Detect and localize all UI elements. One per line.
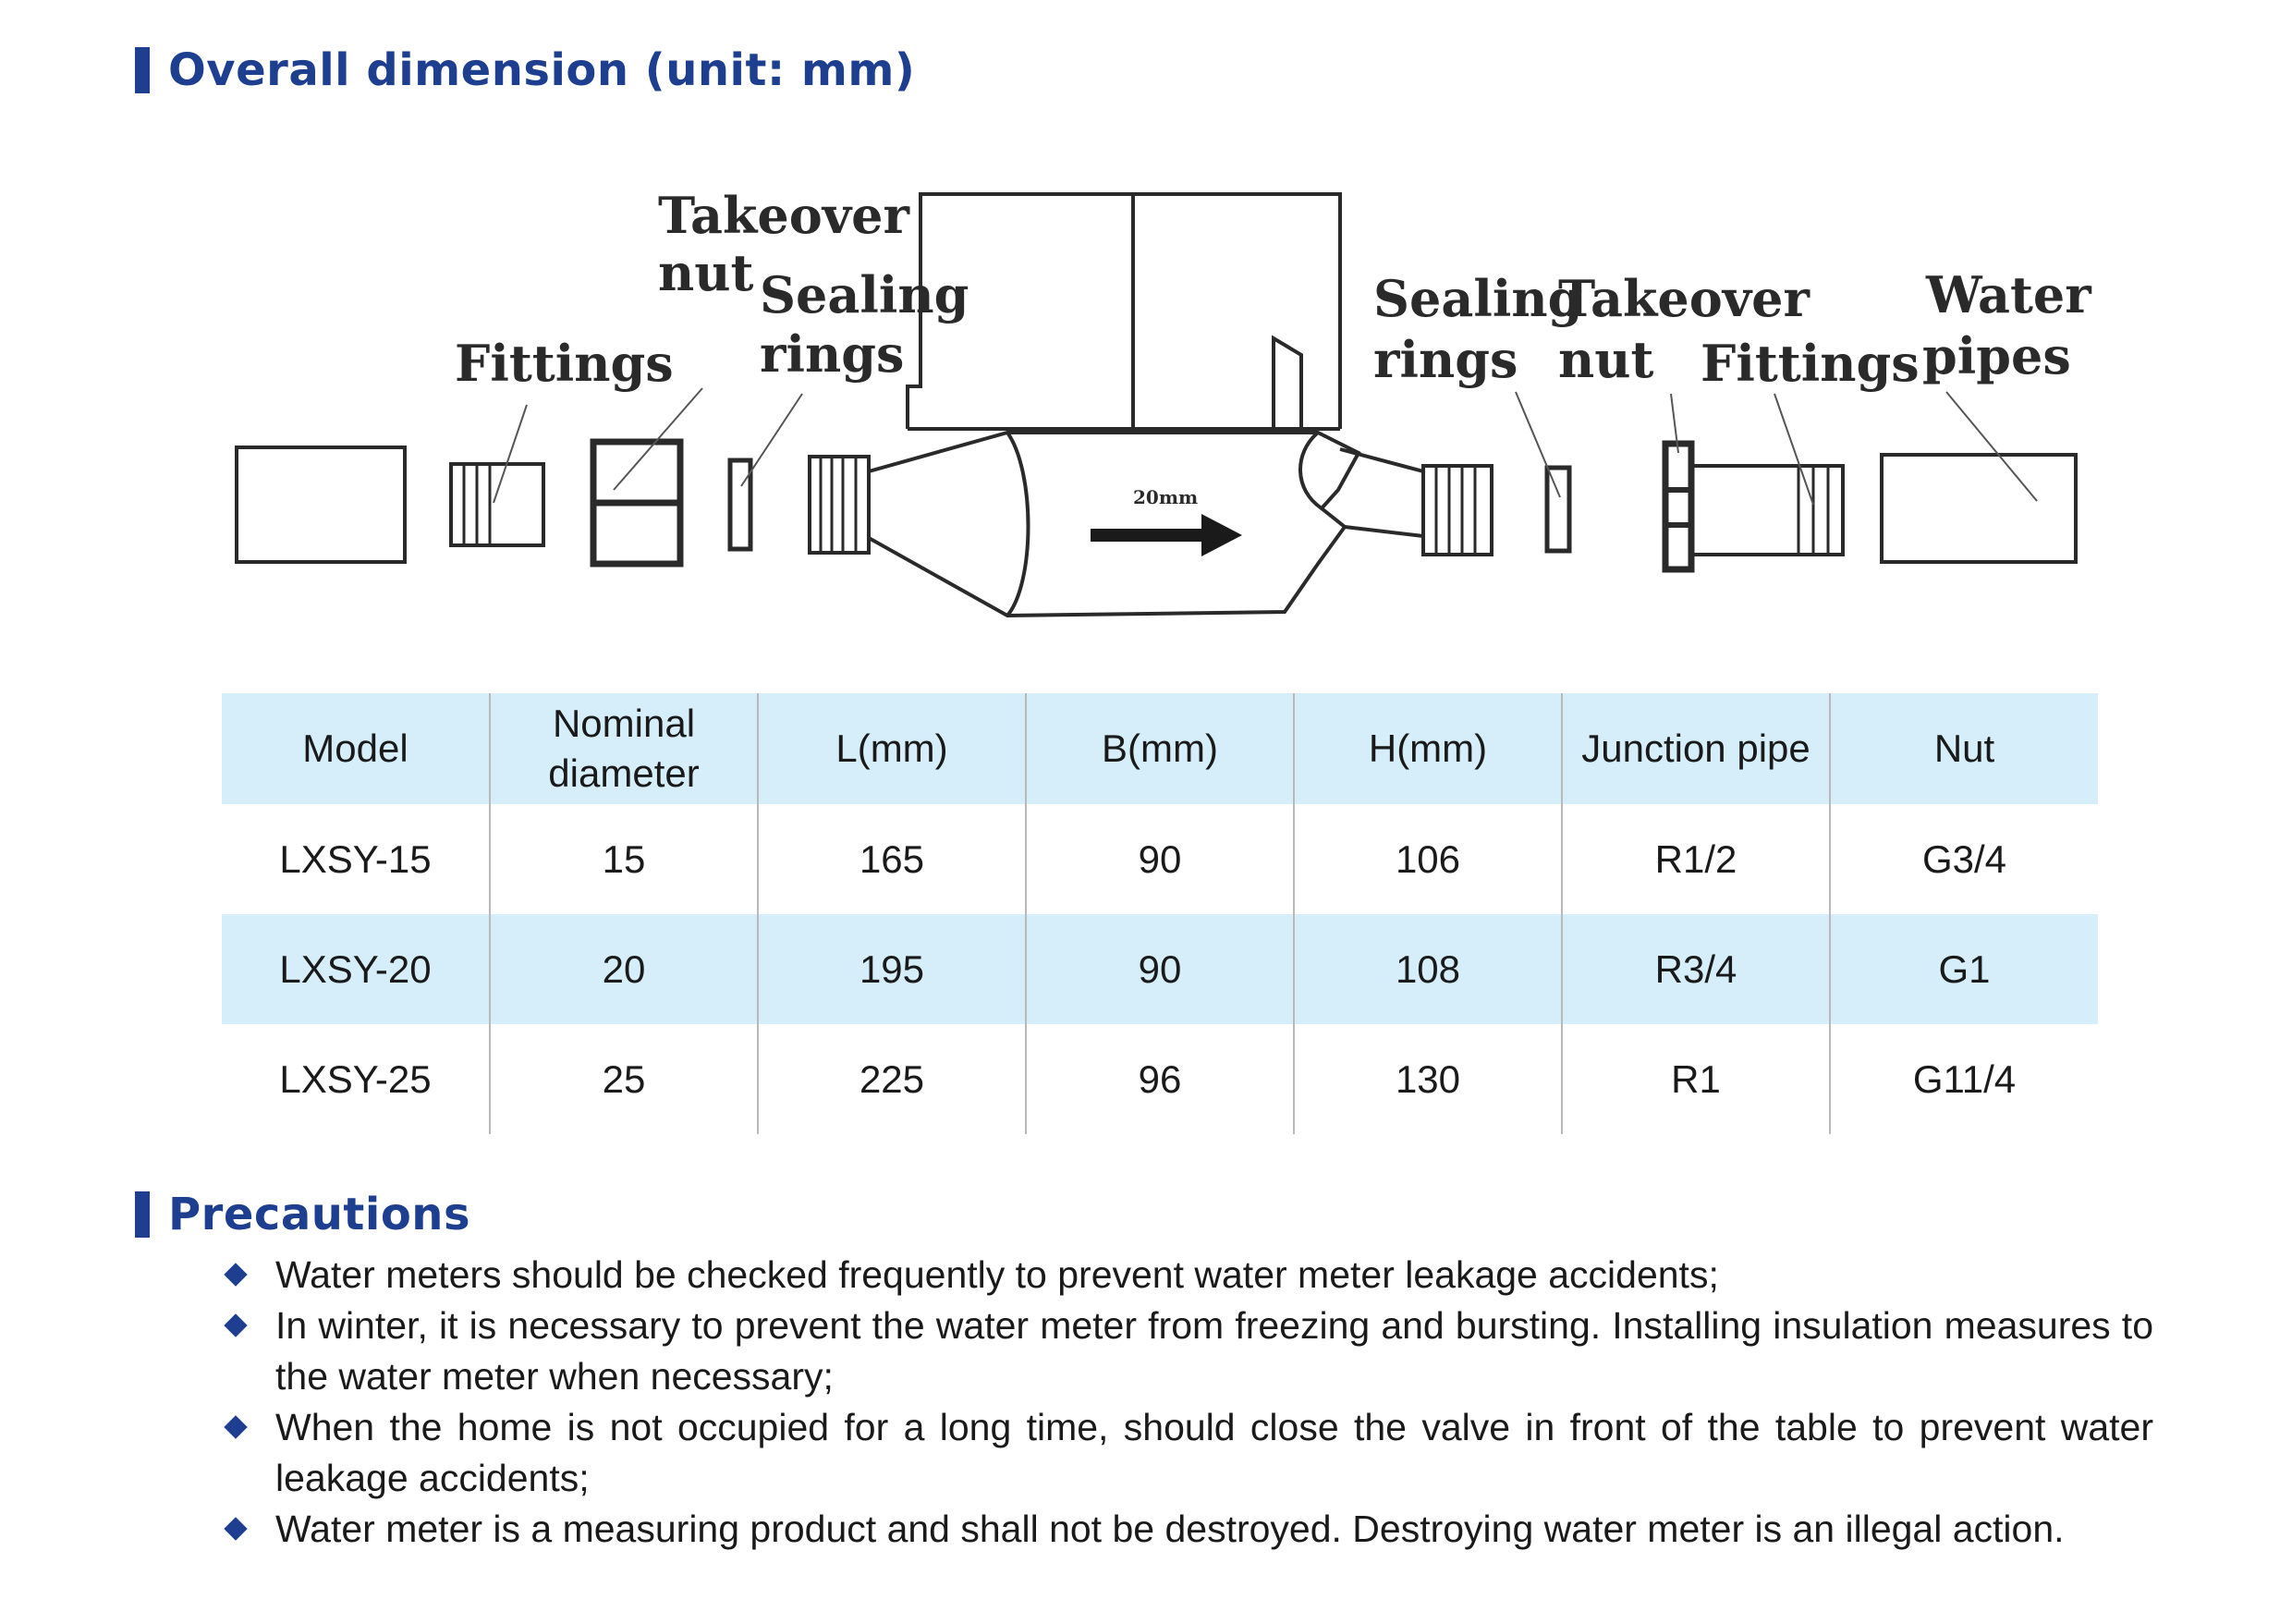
diamond-bullet-icon: [224, 1263, 248, 1287]
register-tab: [1272, 335, 1303, 429]
left-sealing-ring: [727, 458, 753, 552]
cell-breadth: 90: [1025, 914, 1294, 1024]
installation-diagram: 20mm Takeover nut Sealing rings Fittings…: [235, 186, 2091, 618]
precaution-text: Water meters should be checked frequentl…: [275, 1253, 1719, 1296]
dimension-title-text: Overall dimension (unit: mm): [168, 44, 916, 96]
cell-nominal-diameter: 25: [489, 1024, 758, 1134]
header-model: Model: [302, 727, 408, 770]
cell-height: 108: [1293, 914, 1562, 1024]
table-row: LXSY-15 15 165 90 106 R1/2 G3/4: [222, 804, 2098, 914]
diamond-bullet-icon: [224, 1415, 248, 1439]
header-breadth: B(mm): [1025, 693, 1294, 804]
left-takeover-nut: [590, 438, 684, 568]
right-water-pipe: [1880, 453, 2078, 564]
list-item: When the home is not occupied for a long…: [222, 1402, 2153, 1504]
cell-breadth: 96: [1025, 1024, 1294, 1134]
cell-nominal-diameter: 15: [489, 804, 758, 914]
meter-inlet-thread: [808, 455, 871, 555]
cell-height: 130: [1293, 1024, 1562, 1134]
label-right-takeover-nut-2: nut: [1558, 330, 1654, 389]
cell-junction-pipe: R1: [1561, 1024, 1830, 1134]
cell-height: 106: [1293, 804, 1562, 914]
flow-marker-text: 20mm: [1133, 486, 1198, 508]
right-sealing-ring: [1544, 465, 1572, 554]
header-height: H(mm): [1293, 693, 1562, 804]
meter-body-chamber: [867, 431, 1361, 618]
header-junction-pipe: Junction pipe: [1561, 693, 1830, 804]
precautions-section-title: Precautions: [135, 1189, 470, 1240]
label-water-pipes-1: Water: [1925, 265, 2091, 324]
table-header-row: Model Nominal diameter L(mm) B(mm) H(mm)…: [222, 693, 2098, 804]
cell-model: LXSY-20: [279, 946, 432, 991]
precautions-list: Water meters should be checked frequentl…: [222, 1250, 2153, 1555]
diamond-bullet-icon: [224, 1517, 248, 1541]
cell-model: LXSY-25: [279, 1056, 432, 1101]
dimension-section-title: Overall dimension (unit: mm): [135, 44, 915, 96]
precaution-text: Water meter is a measuring product and s…: [275, 1508, 2065, 1550]
cell-nut: G3/4: [1829, 804, 2098, 914]
label-right-sealing-rings-1: Sealing: [1373, 269, 1582, 328]
cell-nominal-diameter: 20: [489, 914, 758, 1024]
header-nominal-diameter: Nominal diameter: [489, 693, 758, 804]
list-item: Water meter is a measuring product and s…: [222, 1504, 2153, 1555]
label-left-takeover-nut-1: Takeover: [658, 186, 910, 245]
right-takeover-nut: [1662, 440, 1695, 573]
label-right-sealing-rings-2: rings: [1373, 330, 1518, 389]
title-accent-bar: [135, 47, 150, 93]
list-item: Water meters should be checked frequentl…: [222, 1250, 2153, 1300]
header-length: L(mm): [757, 693, 1026, 804]
cell-junction-pipe: R3/4: [1561, 914, 1830, 1024]
cell-length: 195: [757, 914, 1026, 1024]
cell-nut: G1: [1829, 914, 2098, 1024]
table-row: LXSY-20 20 195 90 108 R3/4 G1: [222, 914, 2098, 1024]
precaution-text: In winter, it is necessary to prevent th…: [275, 1304, 2153, 1398]
precautions-title-text: Precautions: [168, 1189, 471, 1240]
meter-register-box: [906, 192, 1342, 431]
label-right-fittings: Fittings: [1701, 334, 1920, 393]
flow-direction-arrow: 20mm: [1091, 486, 1242, 556]
left-water-pipe: [235, 446, 407, 564]
table-row: LXSY-25 25 225 96 130 R1 G11/4: [222, 1024, 2098, 1134]
cell-length: 225: [757, 1024, 1026, 1134]
precaution-text: When the home is not occupied for a long…: [275, 1406, 2153, 1499]
label-left-fittings: Fittings: [455, 334, 674, 393]
label-right-takeover-nut-1: Takeover: [1558, 269, 1810, 328]
dimension-table: Model Nominal diameter L(mm) B(mm) H(mm)…: [222, 693, 2098, 1134]
label-left-sealing-rings-1: Sealing: [760, 265, 969, 324]
cell-model: LXSY-15: [279, 836, 432, 881]
header-nut: Nut: [1829, 693, 2098, 804]
label-left-takeover-nut-2: nut: [658, 243, 754, 302]
cell-nut: G11/4: [1829, 1024, 2098, 1134]
cell-breadth: 90: [1025, 804, 1294, 914]
title-accent-bar: [135, 1191, 150, 1238]
label-left-sealing-rings-2: rings: [760, 324, 904, 384]
cell-length: 165: [757, 804, 1026, 914]
meter-outlet-sleeve: [1339, 447, 1493, 556]
cell-junction-pipe: R1/2: [1561, 804, 1830, 914]
label-water-pipes-2: pipes: [1922, 326, 2071, 385]
diamond-bullet-icon: [224, 1313, 248, 1337]
left-fittings: [449, 462, 545, 547]
list-item: In winter, it is necessary to prevent th…: [222, 1300, 2153, 1402]
right-fittings: [1689, 464, 1845, 556]
